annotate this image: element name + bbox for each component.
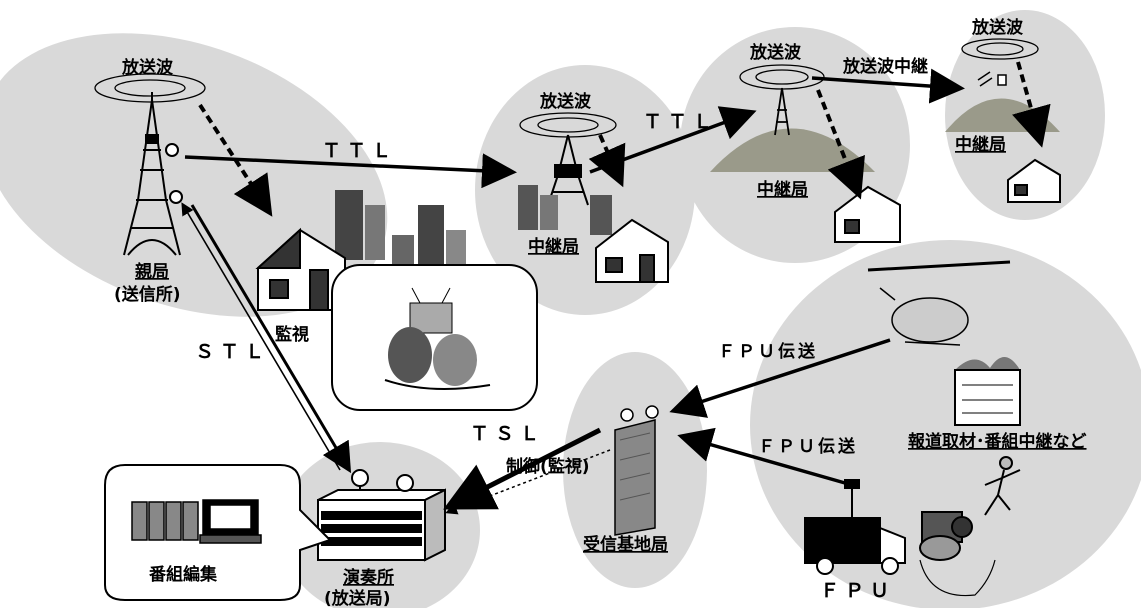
arrow-tsl [443,427,602,510]
arrow-broadcast-relay3 [1012,61,1051,148]
athlete-icon [984,456,1021,516]
arrow-broadcast-main [198,103,273,217]
monitor-console-icon [199,499,262,544]
arrow-ttl-1 [184,153,517,189]
burning-building-icon [954,356,1021,426]
helicopter-icon [867,260,1011,346]
equipment-rack-icon [131,501,199,541]
label-control-monitor: 制御(監視) [506,456,590,477]
tower-icon [123,92,183,256]
label-studio-line2: (放送局) [324,588,391,608]
camera-operator-icon [919,511,996,597]
label-studio-line1: 演奏所 [343,567,394,588]
label-monitor: 監視 [275,324,309,345]
label-relay-station-3: 中継局 [955,134,1006,155]
label-news-relay: 報道取材･番組中継など [908,431,1087,452]
label-relay-station-1: 中継局 [528,236,579,257]
house-icons [255,158,1061,311]
label-fpu-transmit-2: ＦＰＵ伝送 [758,436,858,457]
label-parent-station-line1: 親局 [135,261,169,282]
house-relay-3 [1007,158,1061,203]
receiving-base-building-icon [614,405,659,536]
label-fpu: ＦＰＵ [820,580,895,602]
arrow-fpu-truck [677,427,846,485]
label-fpu-transmit-1: ＦＰＵ伝送 [718,341,818,362]
arrow-stl-up [181,202,341,471]
label-parent-station-line2: (送信所) [114,284,181,305]
label-wave-relay3: 放送波 [971,17,1024,38]
studio-building-icon [317,469,446,562]
tv-viewing-callout [331,264,538,411]
label-relay-station-2: 中継局 [757,179,808,200]
arrow-stl-down [190,204,352,474]
house-relay-1 [595,218,669,283]
relay-tower-icon-2 [774,87,790,136]
label-wave-relay-hop: 放送波中継 [842,56,928,77]
arrow-broadcast-relay2 [816,89,865,200]
city-buildings [335,185,612,265]
text-labels: 放送波 放送波 放送波 放送波 放送波中継 ＴＴＬ ＴＴＬ 親局 (送信所) 中… [114,17,1087,609]
label-wave-main: 放送波 [121,57,174,78]
label-wave-relay2: 放送波 [749,42,802,63]
relay-antenna-icon [977,71,1007,87]
arrow-broadcast-relay1 [588,134,626,188]
label-ttl-1: ＴＴＬ [322,140,397,162]
arrow-wave-relay-hop [811,68,965,104]
label-receiving-base: 受信基地局 [583,534,668,555]
label-tsl: ＴＳＬ [470,423,545,445]
arrow-control [445,449,611,515]
label-ttl-2: ＴＴＬ [643,111,718,133]
link-arrows [181,61,1051,515]
fpu-truck-icon [804,479,906,575]
label-program-editing: 番組編集 [148,564,218,585]
label-wave-relay1: 放送波 [539,91,592,112]
program-editing-callout [104,464,332,601]
label-stl: ＳＴＬ [195,341,270,363]
arrow-fpu-helicopter [669,338,891,418]
